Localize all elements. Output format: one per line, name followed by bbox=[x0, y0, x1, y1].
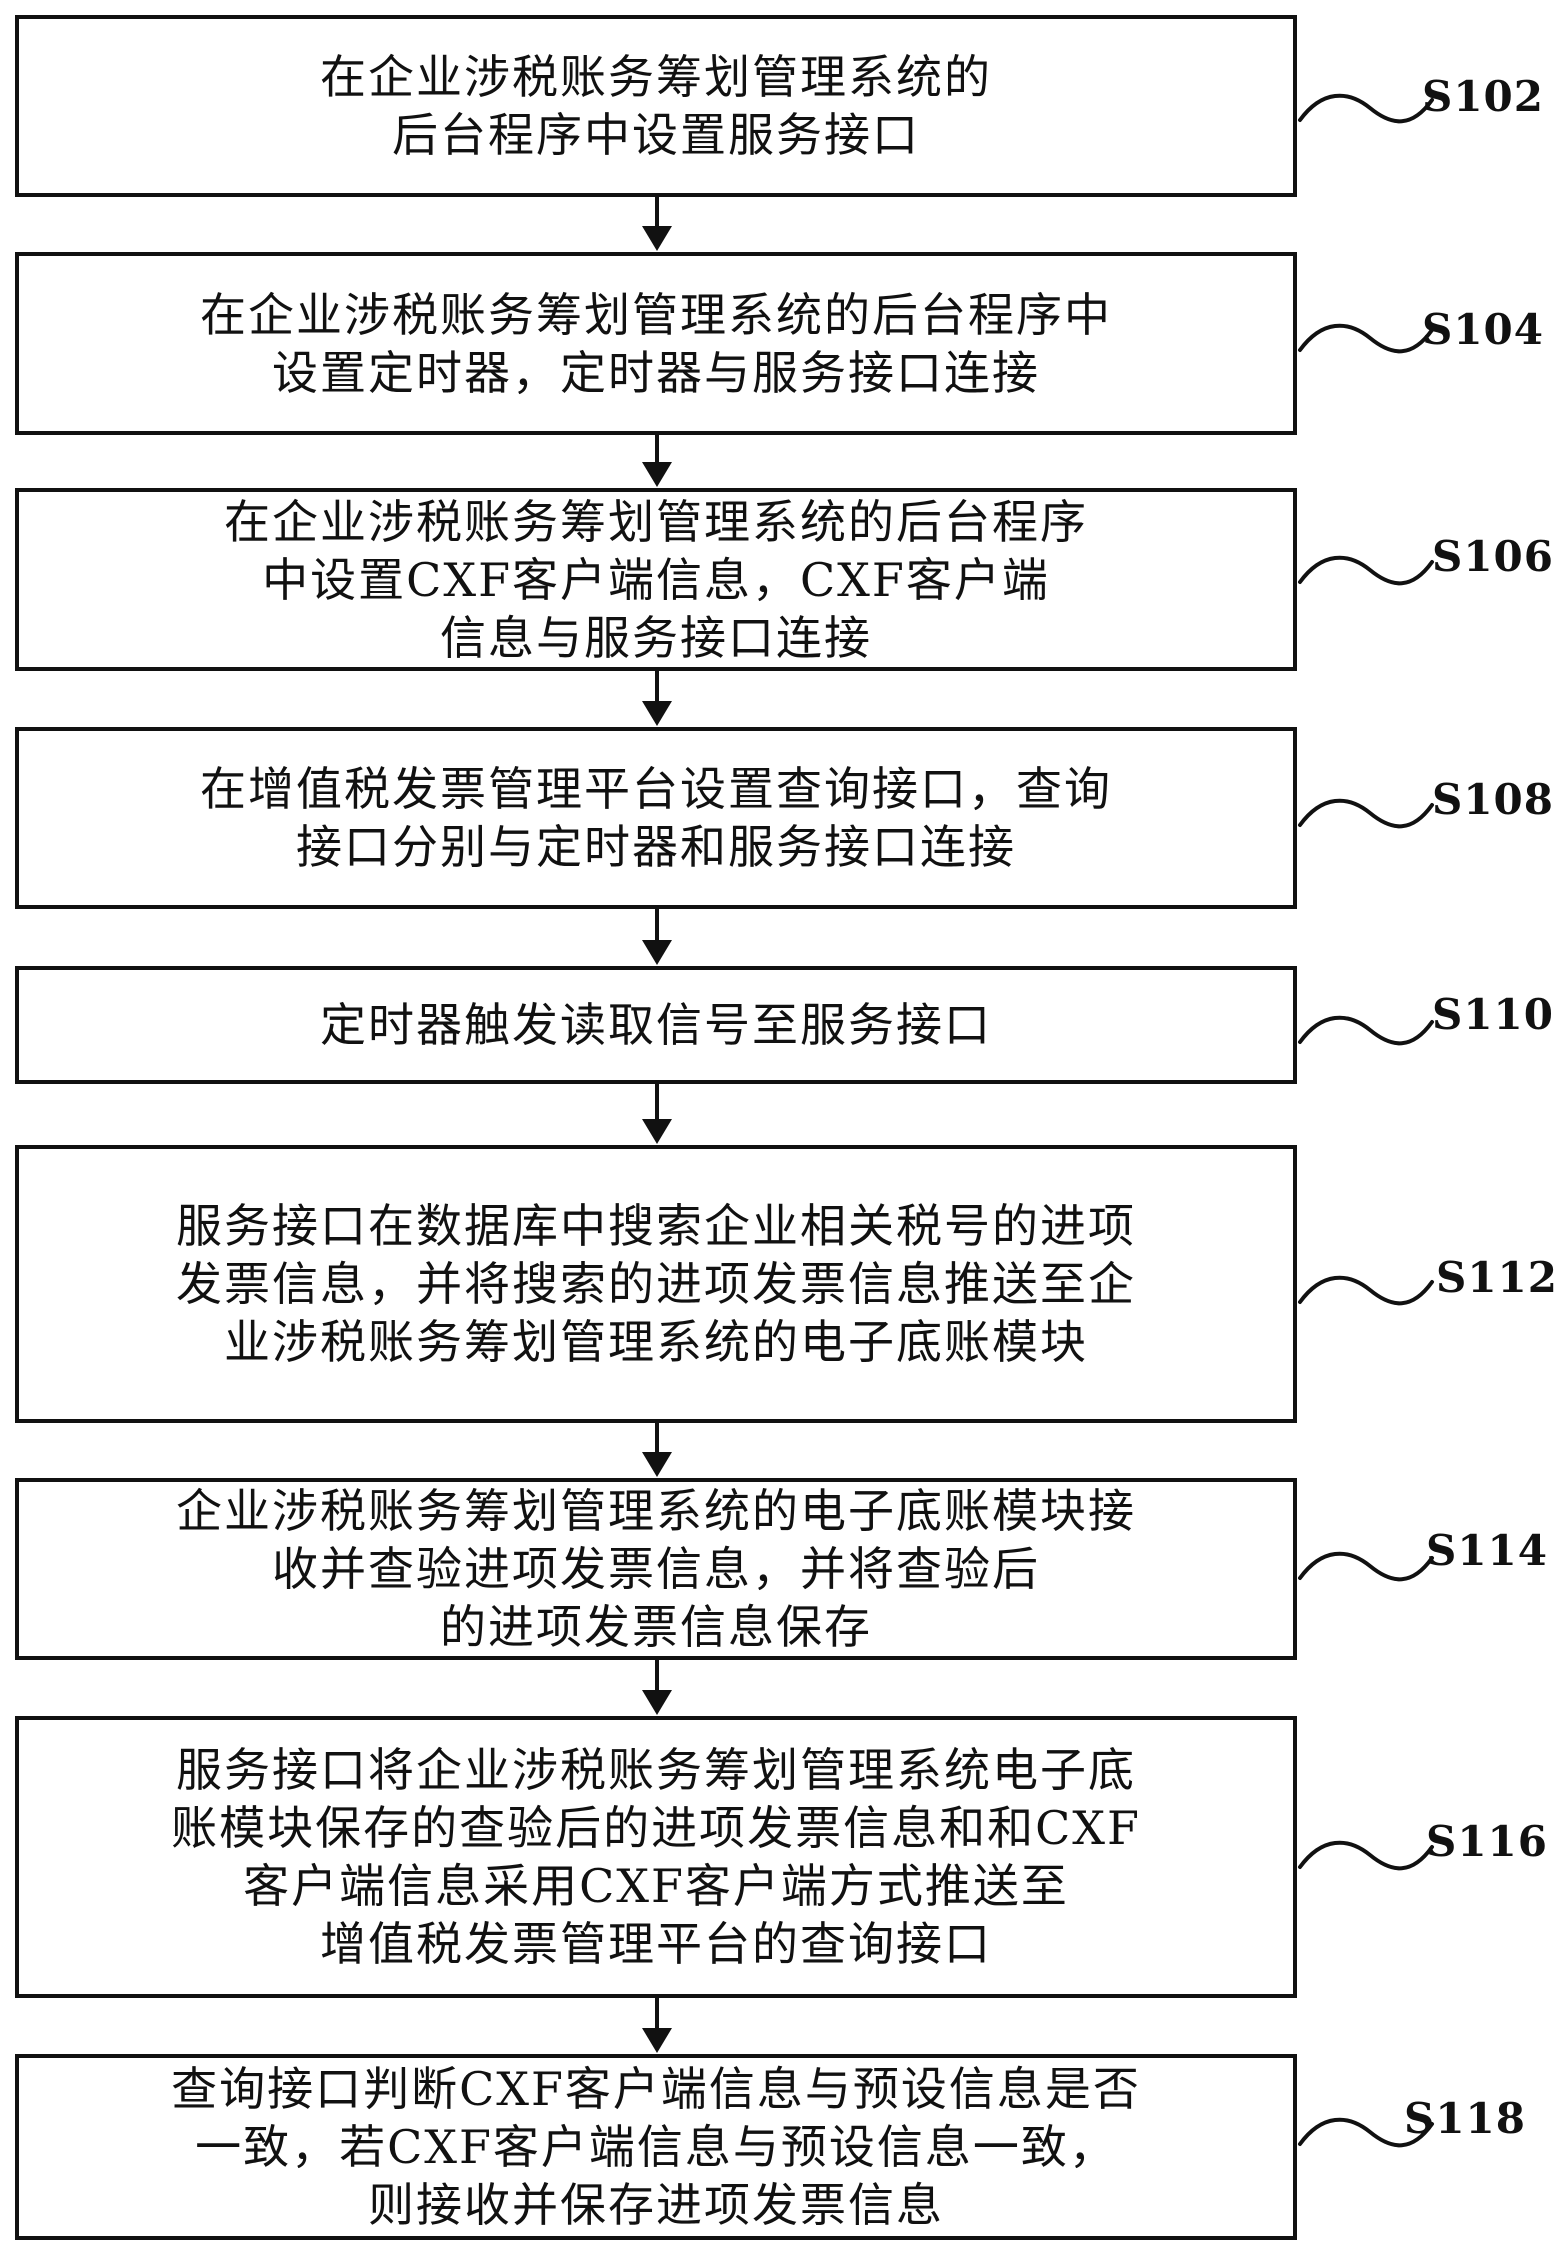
step-text-s118: 查询接口判断CXF客户端信息与预设信息是否 一致，若CXF客户端信息与预设信息一… bbox=[171, 2062, 1141, 2232]
leader-squiggle-s106 bbox=[1298, 555, 1434, 586]
step-box-s114: 企业涉税账务筹划管理系统的电子底账模块接 收并查验进项发票信息，并将查验后 的进… bbox=[15, 1478, 1297, 1660]
step-label-s110: S110 bbox=[1432, 990, 1555, 1039]
leader-squiggle-s116 bbox=[1298, 1840, 1434, 1871]
arrow-s102 bbox=[642, 197, 672, 251]
step-box-s110: 定时器触发读取信号至服务接口 bbox=[15, 966, 1297, 1084]
arrow-s106 bbox=[642, 671, 672, 726]
step-text-s112: 服务接口在数据库中搜索企业相关税号的进项 发票信息，并将搜索的进项发票信息推送至… bbox=[176, 1199, 1136, 1369]
leader-squiggle-s108 bbox=[1298, 798, 1434, 829]
arrow-s112 bbox=[642, 1423, 672, 1477]
step-label-s104: S104 bbox=[1422, 305, 1545, 354]
step-text-s110: 定时器触发读取信号至服务接口 bbox=[320, 998, 992, 1052]
step-label-s106: S106 bbox=[1432, 532, 1555, 581]
step-text-s116: 服务接口将企业涉税账务筹划管理系统电子底 账模块保存的查验后的进项发票信息和和C… bbox=[171, 1743, 1141, 1971]
arrow-s104 bbox=[642, 435, 672, 487]
leader-squiggle-s112 bbox=[1298, 1275, 1434, 1306]
arrow-s114 bbox=[642, 1660, 672, 1715]
step-text-s104: 在企业涉税账务筹划管理系统的后台程序中 设置定时器，定时器与服务接口连接 bbox=[200, 287, 1112, 400]
step-label-s114: S114 bbox=[1426, 1526, 1549, 1575]
step-label-s118: S118 bbox=[1404, 2094, 1527, 2143]
step-label-s116: S116 bbox=[1426, 1817, 1549, 1866]
step-text-s102: 在企业涉税账务筹划管理系统的 后台程序中设置服务接口 bbox=[320, 50, 992, 162]
step-box-s102: 在企业涉税账务筹划管理系统的 后台程序中设置服务接口 bbox=[15, 15, 1297, 197]
step-label-s108: S108 bbox=[1432, 775, 1555, 824]
step-label-s112: S112 bbox=[1436, 1253, 1559, 1302]
leader-squiggle-s114 bbox=[1298, 1551, 1434, 1582]
step-box-s104: 在企业涉税账务筹划管理系统的后台程序中 设置定时器，定时器与服务接口连接 bbox=[15, 252, 1297, 435]
step-text-s106: 在企业涉税账务筹划管理系统的后台程序 中设置CXF客户端信息，CXF客户端 信息… bbox=[224, 494, 1088, 665]
arrow-s108 bbox=[642, 909, 672, 965]
leader-squiggle-s104 bbox=[1298, 323, 1434, 354]
step-box-s116: 服务接口将企业涉税账务筹划管理系统电子底 账模块保存的查验后的进项发票信息和和C… bbox=[15, 1716, 1297, 1998]
step-box-s118: 查询接口判断CXF客户端信息与预设信息是否 一致，若CXF客户端信息与预设信息一… bbox=[15, 2054, 1297, 2240]
leader-squiggle-s102 bbox=[1298, 93, 1434, 124]
step-label-s102: S102 bbox=[1422, 72, 1545, 121]
step-text-s114: 企业涉税账务筹划管理系统的电子底账模块接 收并查验进项发票信息，并将查验后 的进… bbox=[176, 1484, 1136, 1654]
leader-squiggle-s110 bbox=[1298, 1015, 1434, 1046]
arrow-s110 bbox=[642, 1084, 672, 1144]
step-box-s112: 服务接口在数据库中搜索企业相关税号的进项 发票信息，并将搜索的进项发票信息推送至… bbox=[15, 1145, 1297, 1423]
step-box-s108: 在增值税发票管理平台设置查询接口，查询 接口分别与定时器和服务接口连接 bbox=[15, 727, 1297, 909]
step-text-s108: 在增值税发票管理平台设置查询接口，查询 接口分别与定时器和服务接口连接 bbox=[200, 762, 1112, 874]
leader-squiggle-s118 bbox=[1298, 2117, 1434, 2148]
arrow-s116 bbox=[642, 1998, 672, 2053]
step-box-s106: 在企业涉税账务筹划管理系统的后台程序 中设置CXF客户端信息，CXF客户端 信息… bbox=[15, 488, 1297, 671]
